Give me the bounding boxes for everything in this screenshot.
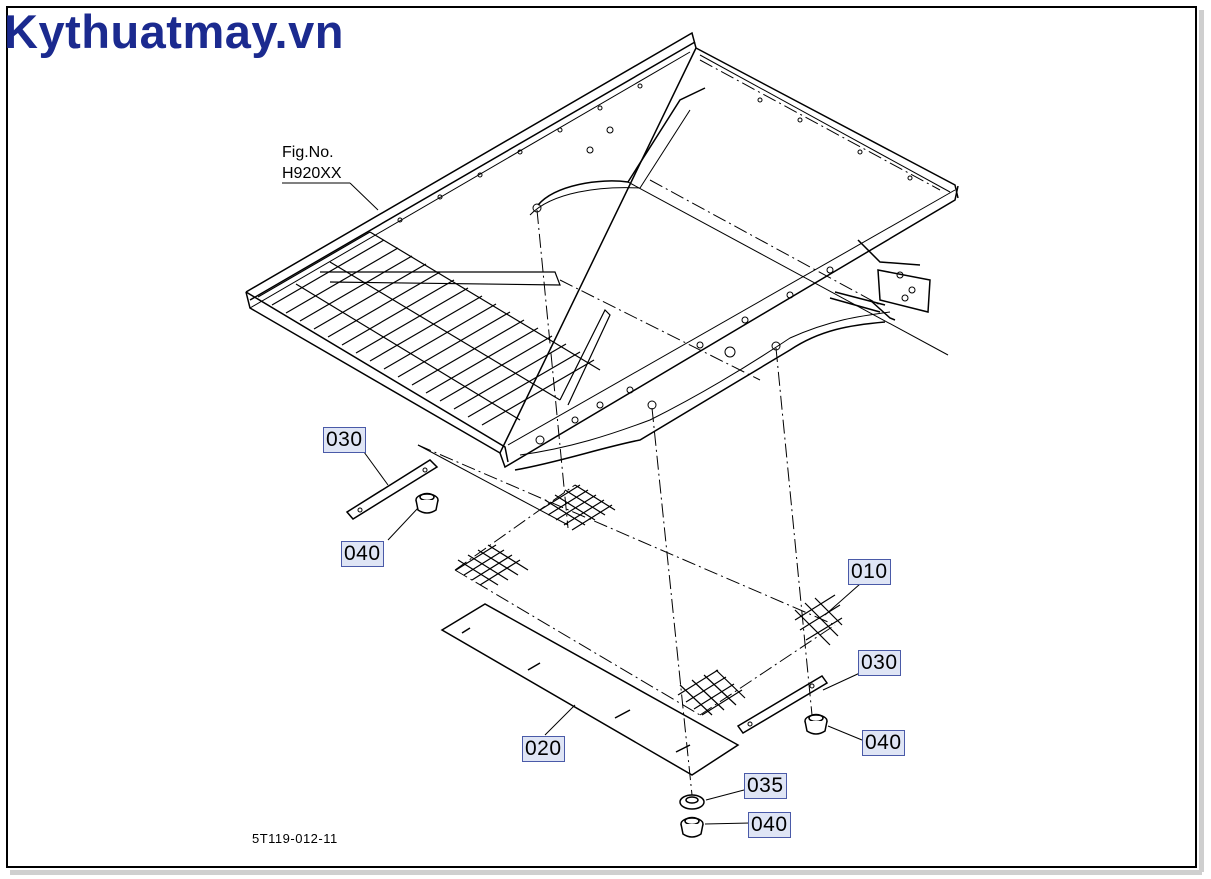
mesh-patch-top [539,484,616,531]
mesh-patch-left [455,544,529,586]
washer-035 [679,794,705,810]
frame-shadow-right [1199,10,1204,872]
figure-label-line1: Fig.No. [282,144,334,161]
callout-035[interactable]: 035 [744,773,787,799]
mesh-patch-right [794,594,843,646]
nut-040-right [804,713,828,735]
callout-040-left[interactable]: 040 [341,541,384,567]
callout-030-right[interactable]: 030 [858,650,901,676]
frame-shadow-bottom [10,870,1202,875]
strip-plate-right [736,675,829,734]
callout-040-right[interactable]: 040 [862,730,905,756]
callout-030-left[interactable]: 030 [323,427,366,453]
callout-010[interactable]: 010 [848,559,891,585]
figure-label-line2: H920XX [282,165,342,182]
nut-040-left [415,492,439,514]
site-brand-watermark: Kythuatmay.vn [4,5,344,58]
mesh-screen-part [417,444,843,716]
slatted-grate [257,231,611,426]
callout-040-bottom[interactable]: 040 [748,812,791,838]
callout-020[interactable]: 020 [522,736,565,762]
strip-plate-left [345,459,439,520]
long-plate-part [440,603,740,776]
nut-040-bottom [680,816,704,838]
chassis-frame [245,31,959,471]
mesh-patch-bottom [677,669,746,716]
drawing-number: 5T119-012-11 [252,831,338,846]
